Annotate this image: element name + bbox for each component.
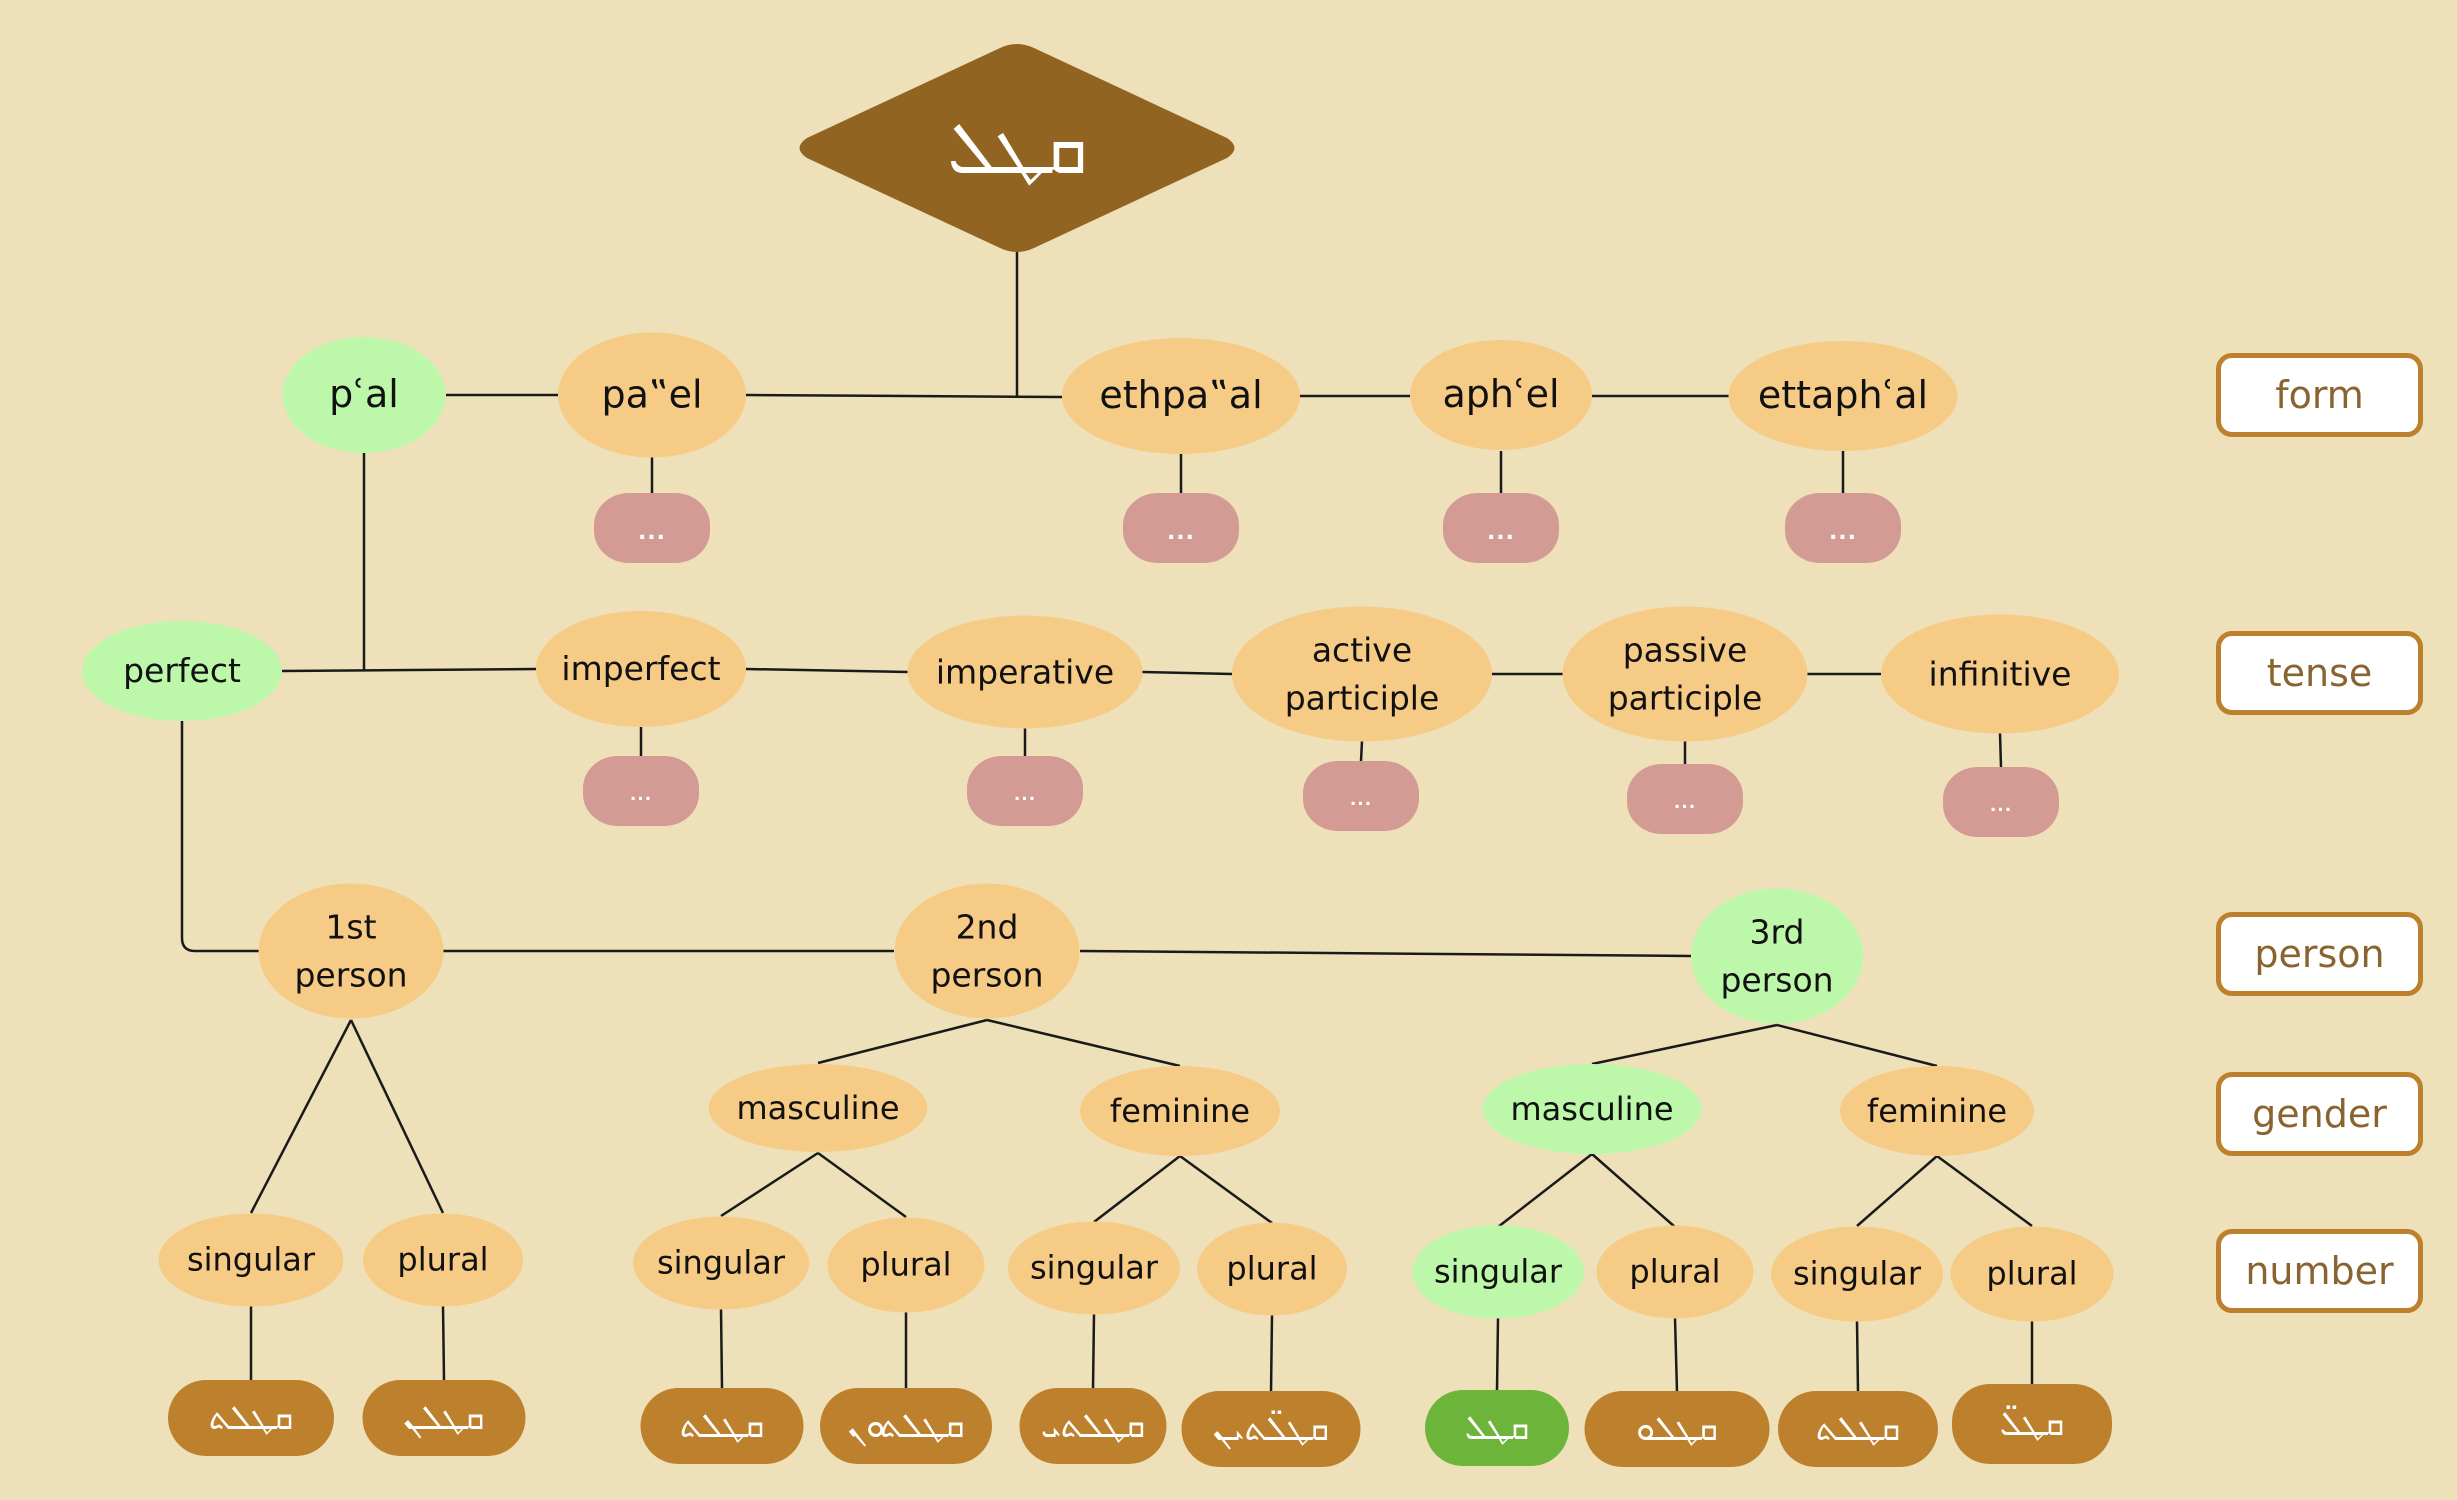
tense-node-imperative[interactable]: imperative	[907, 615, 1143, 729]
edge-3rd-feminine	[1776, 1023, 1938, 1068]
edge-imperative-active	[1141, 670, 1233, 676]
edge-3rd-masculine	[1591, 1023, 1778, 1066]
legend-tense: tense	[2216, 631, 2423, 715]
form-label: aphʿel	[1442, 372, 1560, 417]
number-node-3rd-masc-singular[interactable]: singular	[1412, 1225, 1584, 1319]
edge-1st-singular	[249, 1019, 353, 1214]
edge-perfect-persons	[180, 721, 259, 953]
tense-node-imperfect[interactable]: imperfect	[536, 611, 746, 727]
tense-label: imperative	[935, 652, 1115, 692]
form-node-ettaphal[interactable]: ettaphʿal	[1728, 341, 1958, 451]
form-label: pʿal	[329, 372, 399, 417]
edge-2nd-masculine	[817, 1018, 988, 1065]
edge-2nd-3rd	[1079, 949, 1692, 958]
form-node-ethpaal[interactable]: ethpa‟al	[1062, 338, 1300, 454]
legend-form: form	[2216, 353, 2423, 437]
conjugation-3rd-masc-singular[interactable]: ܩܛܠ	[1425, 1390, 1569, 1466]
number-node-3rd-fem-singular[interactable]: singular	[1771, 1226, 1943, 1322]
person-label: 2nd person	[930, 907, 1044, 994]
tense-label: imperfect	[561, 649, 721, 689]
number-node-3rd-fem-plural[interactable]: plural	[1950, 1226, 2114, 1322]
tense-label: active participle	[1284, 630, 1440, 717]
conjugation-3rd-fem-singular[interactable]: ܩܛܠܬ	[1778, 1391, 1938, 1467]
root-node[interactable]: ܩܛܠ	[795, 42, 1240, 255]
gender-node-2nd-feminine[interactable]: feminine	[1080, 1066, 1280, 1156]
number-label: plural	[860, 1245, 952, 1284]
form-node-aphel[interactable]: aphʿel	[1410, 340, 1592, 450]
gender-node-2nd-masculine[interactable]: masculine	[708, 1064, 928, 1152]
person-node-3rd[interactable]: 3rd person	[1691, 888, 1863, 1024]
form-label: ettaphʿal	[1757, 373, 1929, 418]
expand-imperative-button[interactable]: ...	[967, 756, 1083, 826]
expand-pael-button[interactable]: ...	[594, 493, 710, 563]
edge-1st-plural	[349, 1019, 445, 1214]
conjugation-3rd-masc-plural[interactable]: ܩܛܠܘ	[1584, 1391, 1770, 1467]
number-node-2nd-fem-plural[interactable]: plural	[1197, 1222, 1347, 1316]
person-label: 3rd person	[1720, 912, 1834, 999]
edge-2nd-feminine	[986, 1018, 1181, 1068]
number-label: plural	[1986, 1254, 2078, 1293]
conjugation-2nd-masc-singular[interactable]: ܩܛܠܬ	[640, 1388, 804, 1464]
conjugation-2nd-masc-plural[interactable]: ܩܛܠܬܘܢ	[820, 1388, 992, 1464]
tense-label: passive participle	[1607, 630, 1763, 717]
conjugation-1st-singular[interactable]: ܩܛܠܬ	[168, 1380, 334, 1456]
expand-imperfect-button[interactable]: ...	[583, 756, 699, 826]
legend-person: person	[2216, 912, 2423, 996]
number-label: singular	[656, 1243, 786, 1282]
gender-label: feminine	[1109, 1091, 1251, 1130]
tense-label: infinitive	[1928, 654, 2072, 694]
tense-node-perfect[interactable]: perfect	[82, 621, 282, 721]
edge-pael-ethpaal	[745, 393, 1063, 399]
number-node-2nd-masc-plural[interactable]: plural	[827, 1217, 985, 1313]
gender-label: masculine	[1510, 1089, 1674, 1128]
conjugation-1st-plural[interactable]: ܩܛܠܢ	[362, 1380, 526, 1456]
gender-label: masculine	[736, 1088, 900, 1127]
person-node-1st[interactable]: 1st person	[258, 883, 444, 1019]
gender-label: feminine	[1866, 1091, 2008, 1130]
person-node-2nd[interactable]: 2nd person	[894, 883, 1080, 1019]
edge-active-more	[1359, 740, 1364, 762]
number-label: plural	[1629, 1252, 1721, 1291]
number-node-1st-plural[interactable]: plural	[363, 1213, 523, 1307]
form-label: ethpa‟al	[1099, 373, 1263, 418]
root-diamond-shape	[799, 44, 1235, 252]
number-label: singular	[1029, 1248, 1159, 1287]
legend-gender: gender	[2216, 1072, 2423, 1156]
number-label: plural	[397, 1240, 489, 1279]
conjugation-3rd-fem-plural[interactable]: ܩܛܠ̈	[1952, 1384, 2112, 1464]
number-label: plural	[1226, 1249, 1318, 1288]
form-node-pal[interactable]: pʿal	[282, 337, 446, 453]
edge-infinitive-more	[1998, 732, 2003, 768]
expand-ettaphal-button[interactable]: ...	[1785, 493, 1901, 563]
person-label: 1st person	[294, 907, 408, 994]
tense-node-infinitive[interactable]: infinitive	[1881, 614, 2119, 734]
conjugation-2nd-fem-singular[interactable]: ܩܛܠܬܝ	[1019, 1388, 1167, 1464]
number-label: singular	[1433, 1252, 1563, 1291]
tense-node-passive-participle[interactable]: passive participle	[1562, 606, 1808, 742]
edge-imperfect-imperative	[745, 667, 909, 674]
expand-infinitive-button[interactable]: ...	[1943, 767, 2059, 837]
form-node-pael[interactable]: pa‟el	[558, 332, 746, 458]
number-label: singular	[186, 1240, 316, 1279]
number-label: singular	[1792, 1254, 1922, 1293]
gender-node-3rd-feminine[interactable]: feminine	[1840, 1066, 2034, 1156]
gender-node-3rd-masculine[interactable]: masculine	[1482, 1064, 1702, 1154]
tense-node-active-participle[interactable]: active participle	[1232, 606, 1492, 742]
edge-perfect-imperfect	[281, 667, 537, 673]
form-label: pa‟el	[601, 372, 703, 417]
number-node-3rd-masc-plural[interactable]: plural	[1596, 1225, 1754, 1319]
expand-ethpaal-button[interactable]: ...	[1123, 493, 1239, 563]
tense-label: perfect	[123, 651, 241, 691]
root-word: ܩܛܠ	[947, 105, 1088, 191]
number-node-1st-singular[interactable]: singular	[158, 1213, 344, 1307]
conjugation-2nd-fem-plural[interactable]: ܩܛܠ̈ܬܝܢ	[1181, 1391, 1361, 1467]
expand-passive-participle-button[interactable]: ...	[1627, 764, 1743, 834]
number-node-2nd-fem-singular[interactable]: singular	[1008, 1221, 1180, 1315]
number-node-2nd-masc-singular[interactable]: singular	[633, 1216, 809, 1310]
legend-number: number	[2216, 1229, 2423, 1313]
expand-aphel-button[interactable]: ...	[1443, 493, 1559, 563]
expand-active-participle-button[interactable]: ...	[1303, 761, 1419, 831]
